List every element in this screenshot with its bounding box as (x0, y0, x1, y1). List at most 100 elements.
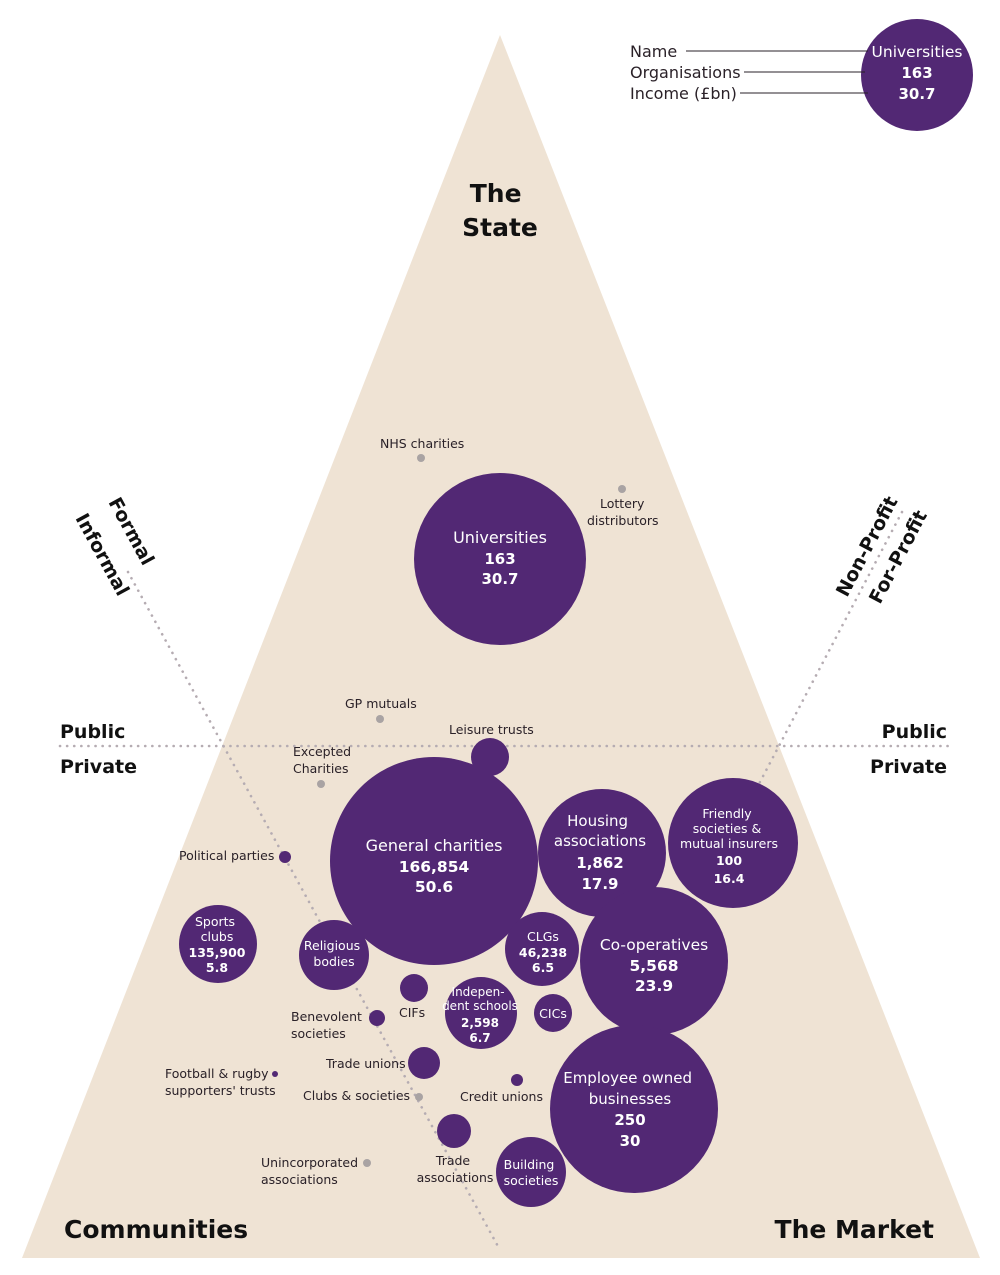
lottery-distributors-label: Lottery distributors (587, 496, 659, 528)
friendly-societies-name-line2: societies & (693, 821, 762, 836)
lottery-distributors-label-line1: Lottery (600, 496, 645, 511)
cifs-label: CIFs (399, 1005, 425, 1020)
bubble-independent-schools (445, 977, 517, 1049)
gp-mutuals-label: GP mutuals (345, 696, 417, 711)
football-rugby-trusts-label: Football & rugby supporters' trusts (165, 1066, 276, 1098)
religious-bodies-name: Religious bodies (304, 938, 364, 969)
football-rugby-trusts-label-line1: Football & rugby (165, 1066, 269, 1081)
bubble-leisure-trusts (471, 738, 509, 776)
bubble-co-operatives (580, 887, 728, 1035)
housing-associations-income: 17.9 (581, 875, 618, 893)
housing-associations-name: Housing associations (554, 812, 646, 850)
legend-example-income: 30.7 (898, 85, 935, 103)
general-charities-name: General charities (366, 836, 503, 855)
bubble-political-parties (279, 851, 291, 863)
general-charities-organisations: 166,854 (399, 858, 470, 876)
heading-the-market: The Market (775, 1215, 934, 1244)
legend-field-income: Income (£bn) (630, 84, 737, 103)
unincorporated-associations-label: Unincorporated associations (261, 1155, 362, 1187)
marker-nhs-charities (417, 454, 425, 462)
benevolent-societies-label-line2: societies (291, 1026, 346, 1041)
bubble-clgs (505, 912, 579, 986)
employee-owned-name-line1: Employee owned (563, 1069, 692, 1087)
general-charities-income: 50.6 (415, 878, 453, 896)
heading-the-state-line2: State (462, 213, 538, 242)
friendly-societies-name-line1: Friendly (702, 806, 752, 821)
benevolent-societies-label: Benevolent societies (291, 1009, 366, 1041)
independent-schools-name-line2: dent schools (442, 999, 518, 1013)
legend-field-organisations: Organisations (630, 63, 741, 82)
unincorporated-associations-label-line1: Unincorporated (261, 1155, 358, 1170)
employee-owned-income: 30 (620, 1132, 641, 1150)
legend-example-organisations: 163 (901, 64, 932, 82)
bubble-friendly-societies (668, 778, 798, 908)
football-rugby-trusts-label-line2: supporters' trusts (165, 1083, 276, 1098)
bubble-sports-clubs (179, 905, 257, 983)
excepted-charities-label: Excepted Charities (293, 744, 355, 776)
independent-schools-name-line1: Indepen- (452, 985, 505, 999)
building-societies-name-line1: Building (504, 1157, 555, 1172)
co-operatives-organisations: 5,568 (629, 957, 678, 975)
bubble-religious-bodies (299, 920, 369, 990)
axis-private-right: Private (870, 756, 947, 778)
building-societies-name-line2: societies (504, 1173, 559, 1188)
axis-public-right: Public (882, 721, 947, 743)
bubble-housing-associations (538, 789, 666, 917)
religious-bodies-name-line1: Religious (304, 938, 360, 953)
lottery-distributors-label-line2: distributors (587, 513, 659, 528)
leisure-trusts-label: Leisure trusts (449, 722, 534, 737)
clgs-organisations: 46,238 (519, 945, 567, 960)
sports-clubs-income: 5.8 (206, 960, 228, 975)
independent-schools-organisations: 2,598 (461, 1016, 499, 1030)
legend-field-name: Name (630, 42, 677, 61)
co-operatives-income: 23.9 (635, 977, 673, 995)
trade-associations-label-line1: Trade (435, 1153, 471, 1168)
axis-lines (58, 510, 950, 1252)
axis-public-left: Public (60, 721, 125, 743)
independent-schools-income: 6.7 (469, 1031, 490, 1045)
friendly-societies-name-line3: mutual insurers (680, 836, 778, 851)
bubble-labels: Universities 163 30.7 General charities … (189, 528, 779, 1188)
excepted-charities-label-line2: Charities (293, 761, 349, 776)
bubble-cics (534, 994, 572, 1032)
clgs-name: CLGs (527, 929, 559, 944)
formal-informal-line (126, 570, 502, 1252)
universities-name: Universities (453, 528, 547, 547)
employee-owned-name-line2: businesses (589, 1090, 672, 1108)
credit-unions-label: Credit unions (460, 1089, 543, 1104)
heading-the-state-line1: The (470, 179, 522, 208)
unincorporated-associations-label-line2: associations (261, 1172, 338, 1187)
building-societies-name: Building societies (504, 1157, 559, 1188)
bubble-building-societies (496, 1137, 566, 1207)
excepted-charities-label-line1: Excepted (293, 744, 351, 759)
marker-excepted-charities (317, 780, 325, 788)
housing-associations-organisations: 1,862 (576, 854, 623, 872)
outside-labels: NHS charities Lottery distributors GP mu… (165, 436, 659, 1187)
sports-clubs-name-line1: Sports (195, 914, 235, 929)
sports-clubs-organisations: 135,900 (189, 945, 246, 960)
trade-associations-label: Trade associations (417, 1153, 494, 1185)
marker-clubs-societies (415, 1093, 423, 1101)
universities-income: 30.7 (481, 570, 518, 588)
legend-bubble (861, 19, 973, 131)
trade-associations-label-line2: associations (417, 1170, 494, 1185)
bubble-trade-unions (408, 1047, 440, 1079)
benevolent-societies-label-line1: Benevolent (291, 1009, 362, 1024)
profit-line (738, 510, 904, 822)
legend: Name Organisations Income (£bn) Universi… (630, 19, 973, 131)
bubble-universities (414, 473, 586, 645)
friendly-societies-organisations: 100 (716, 853, 742, 868)
marker-gp-mutuals (376, 715, 384, 723)
clgs-income: 6.5 (532, 960, 554, 975)
triangle-background (22, 35, 980, 1258)
bubble-general-charities (330, 757, 538, 965)
independent-schools-name: Indepen- dent schools (442, 985, 518, 1013)
marker-lottery-distributors (618, 485, 626, 493)
sports-clubs-name-line2: clubs (201, 929, 234, 944)
friendly-societies-income: 16.4 (714, 871, 745, 886)
bubble-benevolent-societies (369, 1010, 385, 1026)
trade-unions-label: Trade unions (325, 1056, 406, 1071)
small-markers (317, 454, 626, 1167)
heading-communities: Communities (64, 1215, 248, 1244)
